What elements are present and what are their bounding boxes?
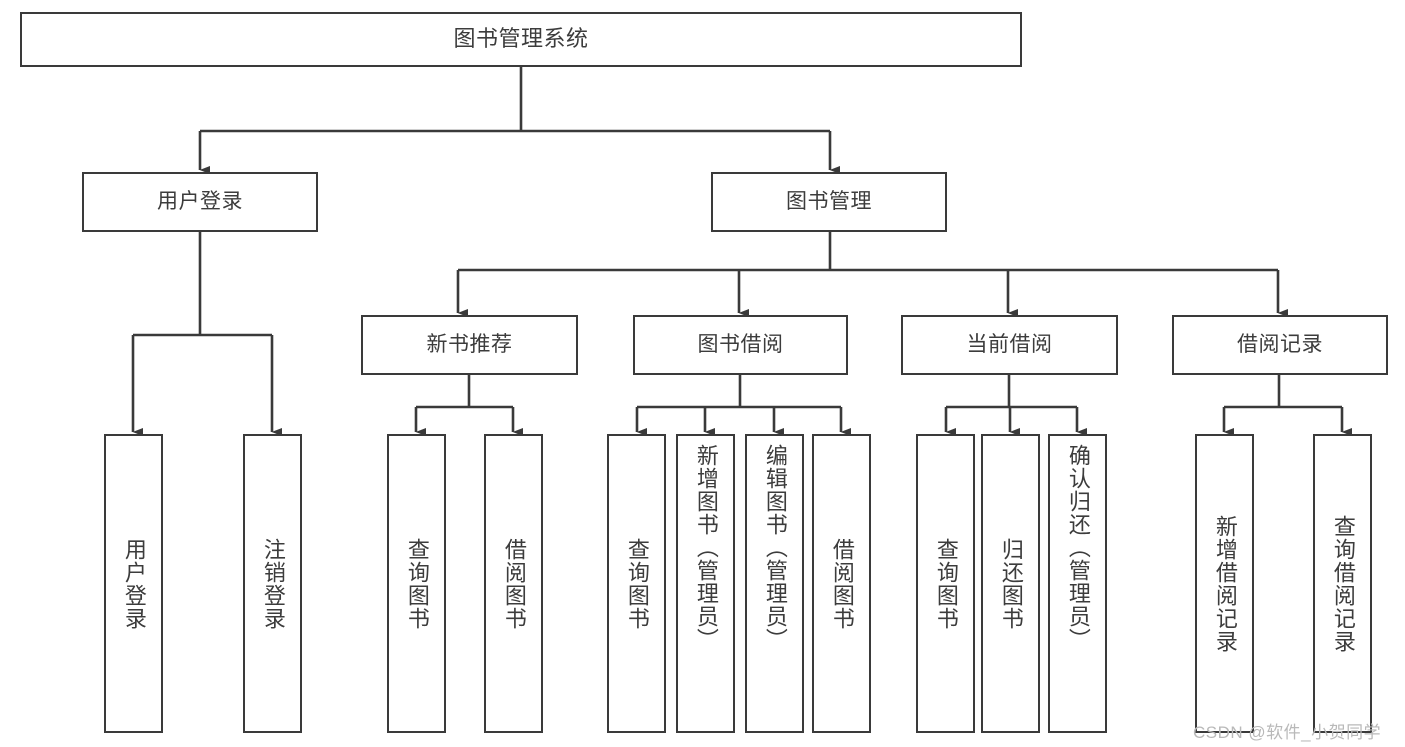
node-label: 查询图书 (404, 537, 430, 630)
node-label: 新增图书（管理员） (693, 444, 719, 651)
node-leaf-borrow-book-recommend[interactable]: 借阅图书 (484, 434, 543, 733)
node-label: 注销登录 (260, 537, 286, 630)
node-label: 用户登录 (121, 537, 147, 630)
node-leaf-add-borrow-record[interactable]: 新增借阅记录 (1195, 434, 1254, 733)
node-label: 查询图书 (933, 537, 959, 630)
node-leaf-user-login[interactable]: 用户登录 (104, 434, 163, 733)
node-leaf-edit-book-admin[interactable]: 编辑图书（管理员） (745, 434, 804, 733)
node-label: 查询借阅记录 (1330, 514, 1356, 653)
node-label: 图书管理系统 (453, 26, 589, 52)
node-leaf-query-book-current[interactable]: 查询图书 (916, 434, 975, 733)
node-leaf-borrow-book[interactable]: 借阅图书 (812, 434, 871, 733)
node-label: 借阅图书 (829, 537, 855, 630)
node-label: 图书管理 (786, 189, 872, 213)
node-new-book-recommend[interactable]: 新书推荐 (361, 315, 578, 375)
node-leaf-add-book-admin[interactable]: 新增图书（管理员） (676, 434, 735, 733)
node-leaf-query-book-recommend[interactable]: 查询图书 (387, 434, 446, 733)
node-borrow-record[interactable]: 借阅记录 (1172, 315, 1388, 375)
node-leaf-logout[interactable]: 注销登录 (243, 434, 302, 733)
node-label: 编辑图书（管理员） (762, 444, 788, 651)
node-label: 新增借阅记录 (1212, 514, 1238, 653)
node-leaf-confirm-return-admin[interactable]: 确认归还（管理员） (1048, 434, 1107, 733)
node-label: 借阅图书 (501, 537, 527, 630)
node-user-login[interactable]: 用户登录 (82, 172, 318, 232)
node-leaf-query-borrow-record[interactable]: 查询借阅记录 (1313, 434, 1372, 733)
node-label: 确认归还（管理员） (1065, 444, 1091, 651)
node-label: 当前借阅 (966, 332, 1053, 356)
node-label: 查询图书 (624, 537, 650, 630)
node-book-borrow[interactable]: 图书借阅 (633, 315, 848, 375)
node-label: 借阅记录 (1237, 332, 1323, 356)
node-leaf-query-book-borrow[interactable]: 查询图书 (607, 434, 666, 733)
csdn-watermark: CSDN @软件_小贺同学 (1193, 723, 1382, 742)
node-label: 归还图书 (998, 537, 1024, 630)
node-label: 图书借阅 (697, 332, 784, 356)
node-label: 新书推荐 (426, 332, 513, 356)
node-label: 用户登录 (157, 189, 243, 213)
node-book-management[interactable]: 图书管理 (711, 172, 947, 232)
node-current-borrow[interactable]: 当前借阅 (901, 315, 1118, 375)
node-root-system[interactable]: 图书管理系统 (20, 12, 1022, 67)
node-leaf-return-book[interactable]: 归还图书 (981, 434, 1040, 733)
